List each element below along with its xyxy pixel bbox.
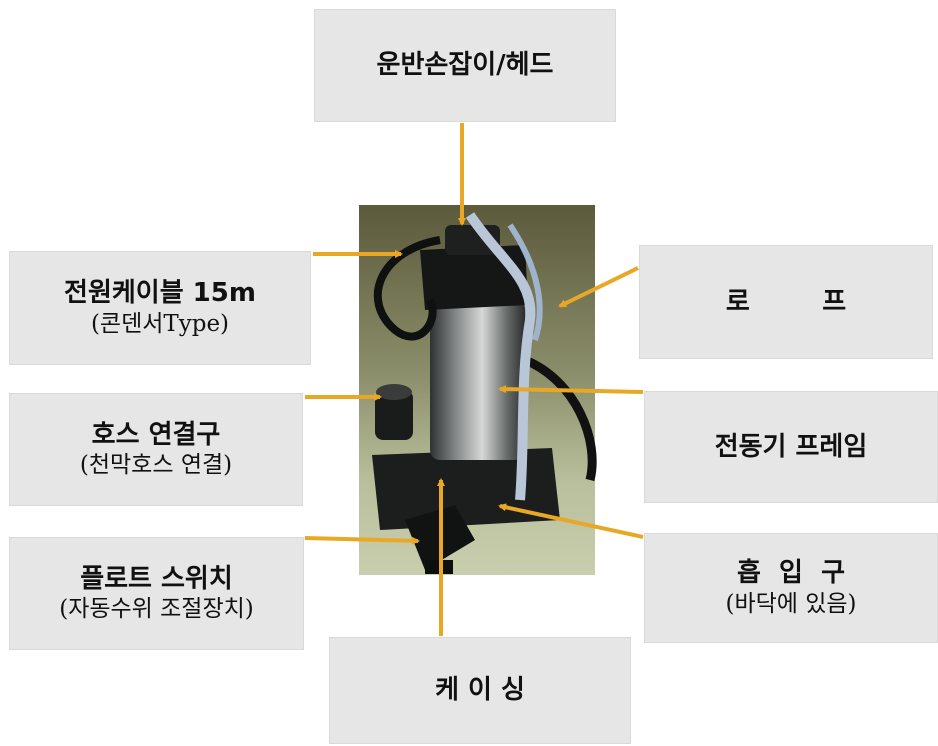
rope bbox=[465, 212, 536, 501]
label-intake-subtext: (바닥에 있음) bbox=[725, 590, 857, 617]
label-head-text: 운반손잡이/헤드 bbox=[376, 50, 554, 81]
label-casing-text: 케 이 싱 bbox=[435, 675, 525, 706]
label-power-cable-text: 전원케이블 15m bbox=[64, 278, 256, 309]
label-rope-text: 로 프 bbox=[725, 286, 847, 317]
label-intake: 흡 입 구 (바닥에 있음) bbox=[644, 533, 938, 643]
label-hose: 호스 연결구 (천막호스 연결) bbox=[9, 393, 303, 506]
label-rope: 로 프 bbox=[639, 245, 933, 359]
label-hose-subtext: (천막호스 연결) bbox=[79, 452, 233, 479]
arrow-rope bbox=[558, 266, 639, 308]
label-float-switch-text: 플로트 스위치 bbox=[80, 563, 233, 594]
label-motor-frame: 전동기 프레임 bbox=[644, 391, 938, 503]
label-float-switch: 플로트 스위치 (자동수위 조절장치) bbox=[9, 537, 304, 650]
arrow-motor-frame bbox=[498, 385, 644, 394]
label-intake-text: 흡 입 구 bbox=[737, 558, 845, 589]
arrow-intake bbox=[498, 503, 644, 539]
label-motor-frame-text: 전동기 프레임 bbox=[714, 431, 868, 462]
label-float-switch-subtext: (자동수위 조절장치) bbox=[59, 596, 254, 623]
arrow-float-switch bbox=[304, 536, 420, 545]
motor-frame-body bbox=[430, 300, 525, 460]
label-head: 운반손잡이/헤드 bbox=[314, 9, 616, 122]
label-casing: 케 이 싱 bbox=[329, 637, 631, 744]
label-power-cable: 전원케이블 15m (콘덴서Type) bbox=[9, 251, 311, 365]
label-hose-text: 호스 연결구 bbox=[91, 419, 221, 450]
label-power-cable-subtext: (콘덴서Type) bbox=[90, 310, 230, 337]
hose-outlet bbox=[375, 390, 413, 440]
